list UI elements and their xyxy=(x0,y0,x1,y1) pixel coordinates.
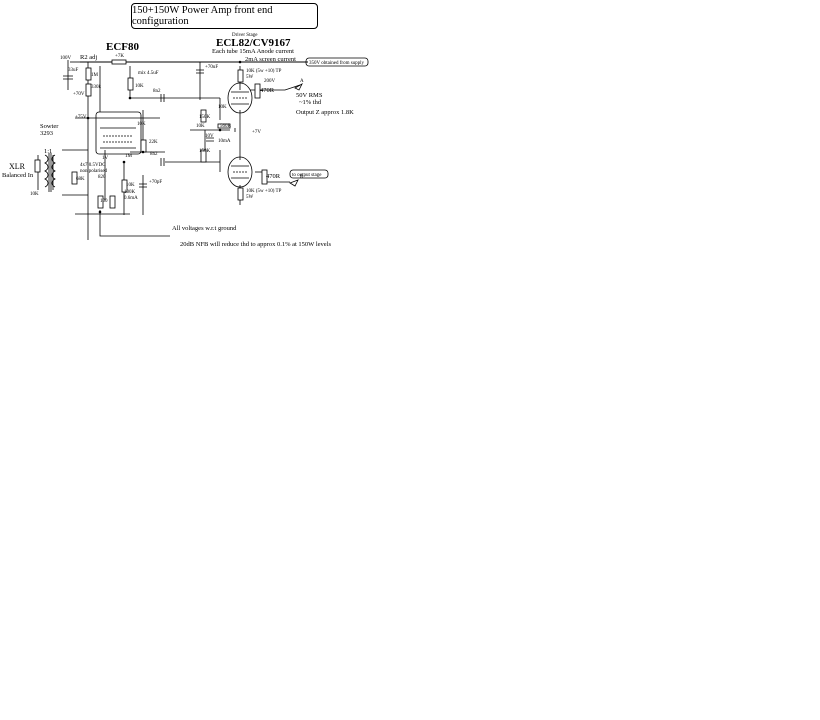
label-sowter: Sowter xyxy=(40,123,59,130)
junctions xyxy=(86,60,242,214)
ecl82-tube-lower xyxy=(227,156,253,188)
label-ecf80: ECF80 xyxy=(106,41,140,53)
label-33uf: 33uF xyxy=(68,68,79,73)
label-50v-rms: 50V RMS xyxy=(296,92,323,99)
label-22k: 22K xyxy=(149,140,158,145)
transformer-sowter xyxy=(44,153,56,192)
label-plus7k: +7K xyxy=(115,54,124,59)
diagram-title: 150+150W Power Amp front end configurati… xyxy=(132,5,273,27)
ecf80-tube xyxy=(95,111,142,155)
label-68k: 68K xyxy=(76,177,85,182)
label-supply-note: 350V obtained from supply xyxy=(309,61,365,66)
arrows xyxy=(289,82,303,187)
label-10k-d: 10K xyxy=(126,183,135,188)
label-10v: 10V xyxy=(205,134,214,139)
label-70v: +70V xyxy=(73,92,85,97)
label-10k-in: 10K xyxy=(30,192,39,197)
label-cap-note1: 4x7 0.5VDC xyxy=(80,163,106,168)
label-100: 100 xyxy=(100,199,108,204)
label-to-output-stage: to output stage xyxy=(292,173,322,178)
label-06ma: 0.6mA xyxy=(124,196,138,201)
label-bot-load-b: 5W xyxy=(246,195,254,200)
label-top-load: 10K (5w +10) TP xyxy=(246,69,282,74)
label-150k-a: 150K xyxy=(199,115,211,120)
label-1m: 1M xyxy=(91,73,99,78)
label-70pf: +70pF xyxy=(149,180,162,185)
label-ecl82: ECL82/CV9167 xyxy=(216,37,291,49)
label-330k: 330k xyxy=(91,85,102,90)
label-driver-stage: Driver Stage xyxy=(232,33,258,38)
label-arrow-b: B xyxy=(300,175,304,180)
label-screen-current: 2mA screen current xyxy=(245,56,296,63)
label-output-z: Output Z approx 1.8K xyxy=(296,109,354,116)
label-470r-b: 470R xyxy=(266,173,281,180)
label-xlr: XLR xyxy=(9,162,26,171)
label-1-thd: ~1% thd xyxy=(299,99,322,106)
label-top-load-b: 5W xyxy=(246,75,254,80)
label-150k-b: 150K xyxy=(199,149,211,154)
label-100v: 100V xyxy=(60,56,72,61)
label-8n2-a: 8n2 xyxy=(153,89,161,94)
label-all-voltages: All voltages w.r.t ground xyxy=(172,225,237,232)
ecl82-tube-upper xyxy=(227,82,253,114)
label-100k: 100K xyxy=(124,190,136,195)
capacitors xyxy=(63,69,214,188)
label-470r-a: 470R xyxy=(260,87,275,94)
note-box-supply xyxy=(300,57,369,67)
label-820: 820 xyxy=(98,175,106,180)
label-10ma: 10mA xyxy=(218,139,231,144)
label-10k-f: 10K xyxy=(218,105,227,110)
label-nfb-note: 20dB NFB will reduce thd to approx 0.1% … xyxy=(180,241,331,248)
label-200v: 200V xyxy=(264,79,276,84)
label-1m-b: 1M xyxy=(125,154,133,159)
label-560r: 560R xyxy=(220,124,232,129)
label-each-tube: Each tube 15mA Anode current xyxy=(212,48,294,55)
resistors xyxy=(34,59,268,209)
label-arrow-a: A xyxy=(300,79,304,84)
label-fixed: mix 4.5uF xyxy=(138,71,159,76)
label-balanced-in: Balanced In xyxy=(2,172,34,179)
label-cap-note2: non polarised xyxy=(80,169,108,174)
label-75v: +75V xyxy=(75,115,87,120)
label-sowter-num: 3293 xyxy=(40,130,53,137)
label-1v: 1V xyxy=(102,156,109,161)
label-10k-c: 10K xyxy=(137,122,146,127)
label-70uf: +70uF xyxy=(205,65,218,70)
label-10k-e: 10K xyxy=(196,124,205,129)
title-box: 150+150W Power Amp front end configurati… xyxy=(131,3,318,29)
label-10k-b: 10K xyxy=(135,84,144,89)
label-bot-load: 10K (5w +10) TP xyxy=(246,189,282,194)
label-ratio: 1:1 xyxy=(44,148,52,155)
label-r2-adj: R2 adj xyxy=(80,54,97,61)
label-8n2-b: 8n2 xyxy=(150,152,158,157)
label-plus7v: +7V xyxy=(252,130,261,135)
note-box-output xyxy=(289,169,329,179)
